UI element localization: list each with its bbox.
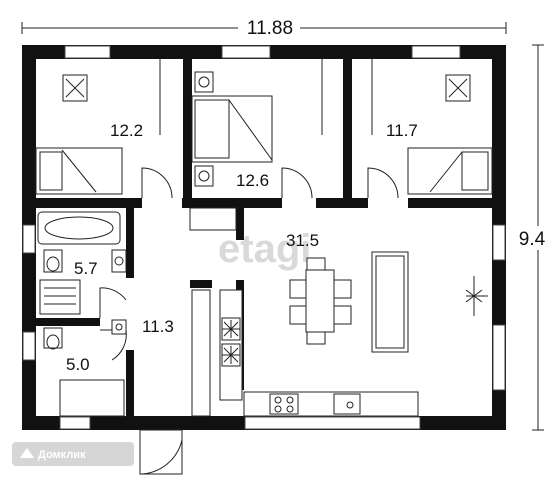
height-dimension-label: 9.4 [519, 229, 546, 250]
area-label-hallway: 11.3 [142, 317, 174, 336]
living-furniture [289, 251, 488, 353]
bedroom-left-furniture [35, 59, 161, 195]
doors [99, 167, 399, 475]
bedroom-right-furniture [371, 59, 493, 195]
kitchen-fixtures [219, 289, 419, 417]
width-dimension-bg [238, 17, 300, 39]
watermark: etagi [218, 227, 311, 271]
domclick-logo: Домклик [12, 442, 134, 466]
toilet-fixtures [43, 319, 127, 417]
area-label-bedroom-middle: 12.6 [236, 171, 269, 190]
logo-text: Домклик [38, 449, 86, 461]
area-label-bedroom-right: 11.7 [386, 121, 418, 140]
bedroom-middle-furniture [191, 59, 323, 187]
windows [22, 45, 506, 430]
area-label-living-kitchen: 31.5 [286, 231, 319, 250]
area-label-bathroom: 5.7 [74, 259, 98, 278]
height-dimension-bg [518, 226, 556, 250]
bathroom-fixtures [37, 211, 127, 315]
width-dimension-label: 11.88 [247, 18, 293, 39]
area-label-toilet: 5.0 [66, 355, 90, 374]
hall-wardrobe [189, 207, 237, 417]
area-label-bedroom-left: 12.2 [110, 121, 143, 140]
